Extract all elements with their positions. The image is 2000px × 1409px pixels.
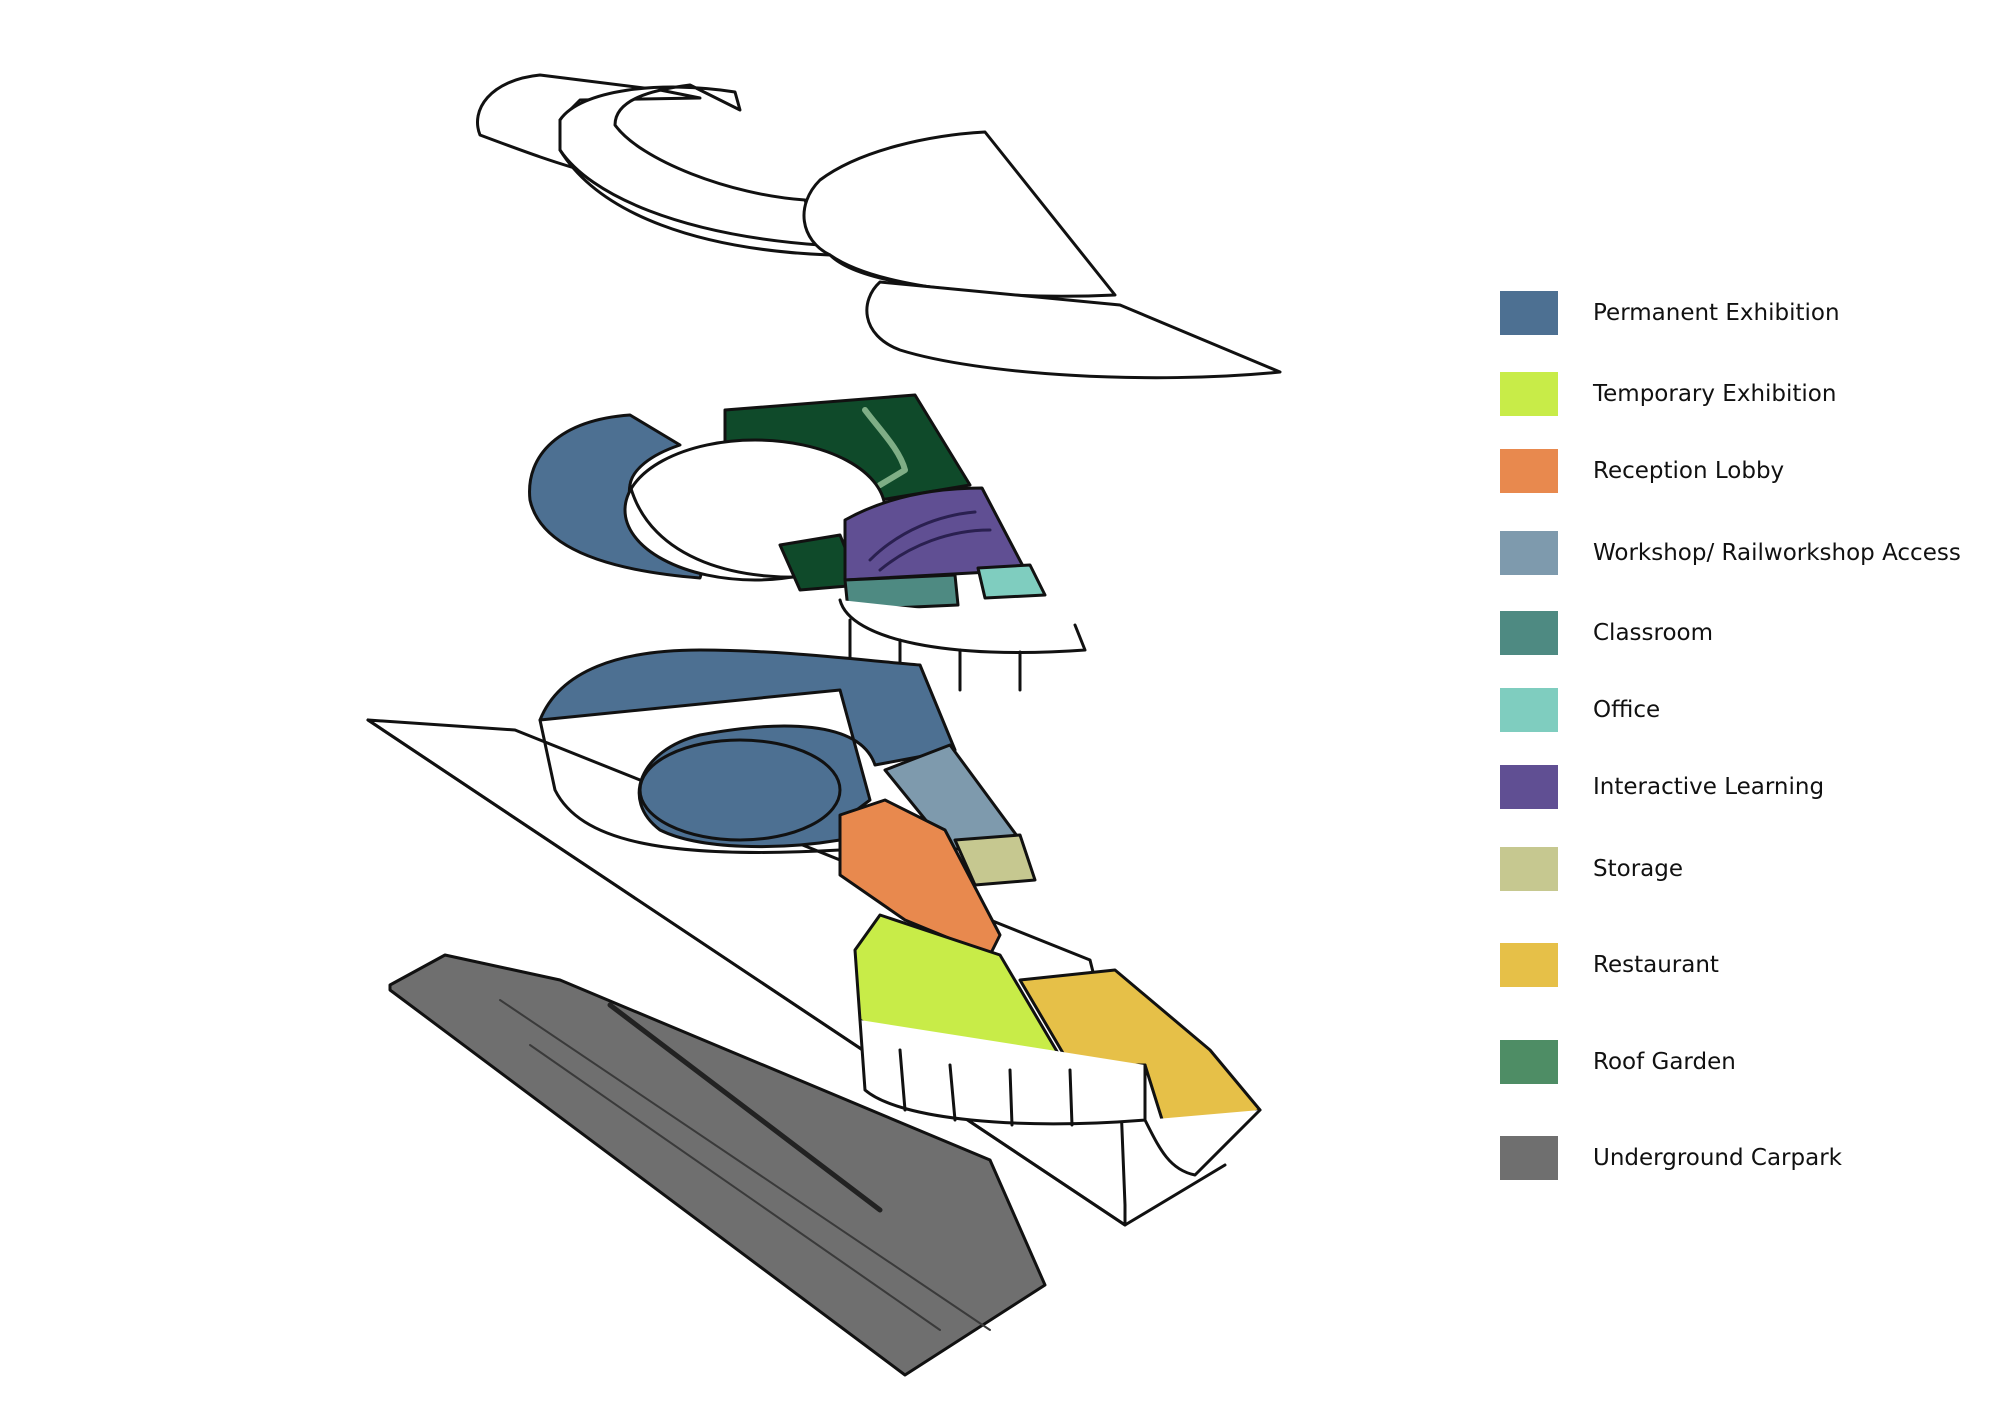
storage-area [953, 833, 1037, 887]
legend-item-workshop: Workshop/ Railworkshop Access [1500, 530, 1961, 576]
roof-fan [802, 130, 1117, 298]
legend-swatch [1500, 1040, 1558, 1084]
legend-item-reception-lobby: Reception Lobby [1500, 448, 1784, 494]
legend-swatch [1500, 847, 1558, 891]
roof-crescent [558, 83, 822, 247]
legend-label: Underground Carpark [1593, 1145, 1842, 1171]
legend-label: Temporary Exhibition [1593, 381, 1837, 407]
legend-swatch [1500, 765, 1558, 809]
legend-swatch [1500, 943, 1558, 987]
upper-floor [528, 393, 1087, 692]
carpark-slab [388, 953, 1047, 1377]
legend-label: Storage [1593, 856, 1683, 882]
legend-label: Office [1593, 697, 1661, 723]
legend-swatch [1500, 291, 1558, 335]
legend-label: Reception Lobby [1593, 458, 1785, 484]
reception-lobby-area [838, 798, 1002, 957]
legend-swatch [1500, 531, 1558, 575]
legend-item-underground-carpark: Underground Carpark [1500, 1135, 1842, 1181]
legend-swatch [1500, 688, 1558, 732]
legend-label: Roof Garden [1593, 1049, 1736, 1075]
legend-item-interactive-learning: Interactive Learning [1500, 764, 1824, 810]
legend-item-office: Office [1500, 687, 1660, 733]
legend-item-classroom: Classroom [1500, 610, 1713, 656]
legend-label: Permanent Exhibition [1593, 300, 1840, 326]
legend-swatch [1500, 372, 1558, 416]
legend-label: Classroom [1593, 620, 1714, 646]
interactive-learning-area [843, 486, 1027, 582]
main-floor [366, 648, 1262, 1227]
legend-item-roof-garden: Roof Garden [1500, 1039, 1736, 1085]
legend-label: Workshop/ Railworkshop Access [1593, 540, 1961, 566]
roof-layer [476, 73, 1282, 380]
underground-carpark [388, 953, 1047, 1377]
roof-lower-fan [865, 280, 1282, 380]
legend-label: Interactive Learning [1593, 774, 1825, 800]
office-area [976, 563, 1047, 600]
legend-item-restaurant: Restaurant [1500, 942, 1719, 988]
legend-label: Restaurant [1593, 952, 1719, 978]
legend-swatch [1500, 449, 1558, 493]
legend-swatch [1500, 1136, 1558, 1180]
legend-swatch [1500, 611, 1558, 655]
legend-item-temporary-exhibition: Temporary Exhibition [1500, 371, 1836, 417]
legend-item-storage: Storage [1500, 846, 1683, 892]
classroom-area [843, 573, 960, 612]
legend-item-permanent-exhibition: Permanent Exhibition [1500, 290, 1840, 336]
